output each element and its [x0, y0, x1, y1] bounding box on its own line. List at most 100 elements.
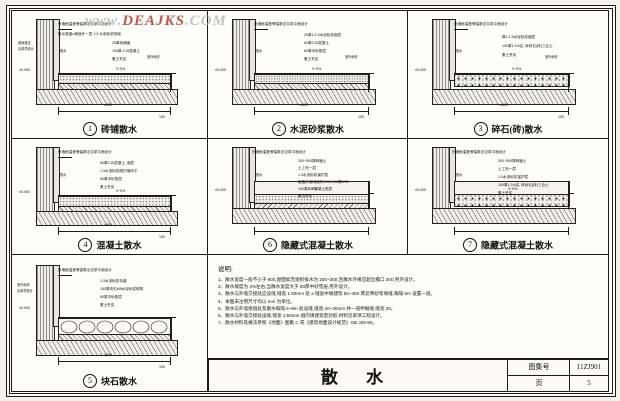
apron-edge: [568, 181, 569, 209]
grade-line: [58, 317, 176, 318]
material-note-3: 1:3水泥砂浆保护层: [498, 175, 529, 179]
side-note-a: 室外地坪: [17, 283, 30, 287]
title-block-right: 图集号 11ZJ901 页 5: [507, 359, 608, 391]
page-label: 页: [535, 379, 543, 387]
dim-width-label: ≥800: [300, 103, 308, 107]
side-note-b: 见单项设计: [17, 289, 33, 293]
detail-cell-6: ±0.000 3~5% 外墙面温差等保数法见求平面设计 300~500厚种植土 …: [207, 138, 409, 256]
material-note-4: 素土夯实: [304, 57, 319, 61]
material-note-3: 60厚中砂垫层: [100, 295, 122, 299]
stone-pattern-icon: [60, 320, 168, 334]
detail-cell-4: ≥800 ±0.000 100 3~5% 外墙面温差等保数法见求平面设计 60厚…: [11, 138, 209, 256]
material-note-3: 60厚中砂垫层: [304, 49, 326, 53]
compacted-soil: [36, 340, 178, 356]
detail-cell-3: ≥800 ±0.000 100 3~5% 外墙面温差等保数法见求平面设计 厚1:…: [407, 10, 609, 140]
sheet-inner-border: [9, 8, 613, 394]
atlas-label: 图集号: [528, 363, 550, 371]
side-note-d: 室外地坪: [545, 55, 558, 59]
notes-line-0: 1、散水宽度一般不小于 800,屋面如无组织排水为 200~300,且散水外缘应…: [218, 277, 418, 282]
page-row: 页 5: [508, 375, 608, 391]
detail-number-3: 3: [473, 122, 488, 136]
material-note-3: 1:3水泥砂浆保护层: [298, 173, 329, 177]
dim-100-label: 100: [358, 115, 364, 119]
material-note-0: 外墙面温差等保数法见求平面设计: [58, 22, 112, 26]
dim-line-bottom: [254, 111, 368, 112]
material-note-4: 素土夯实: [112, 57, 127, 61]
gravel-layer: [454, 194, 570, 207]
detail-number-4: 4: [78, 238, 93, 252]
note-leader-0: [58, 157, 72, 158]
material-note-2: 25厚砖铺面: [112, 41, 131, 45]
material-note-2: 100厚1:3:6名, 砖砂石(砖)三合土: [502, 44, 553, 48]
grade-line: [58, 195, 176, 196]
notes-line-2: 3、散水与外墙交接处应设缝,缝宽 1:50mm 处 ≥ 缝宽中填建筑 50~45…: [218, 291, 436, 297]
detail-name-2: 水泥砂浆散水: [289, 124, 344, 135]
material-note-0: 外墙面温差等保数法见求平面设计: [58, 150, 112, 154]
material-note-2: 60厚C15混凝土: [304, 41, 329, 45]
dim-width-label: ≥800: [104, 353, 112, 357]
detail-name-1: 砖铺散水: [100, 124, 137, 135]
dim-line-bottom: [58, 361, 170, 362]
dim-tick-left: [58, 107, 59, 115]
insulation-layer: [53, 265, 60, 327]
apron-edge: [170, 196, 171, 212]
dim-elev-label: ±0.000: [19, 306, 30, 310]
material-note-1: 300~500厚种植土: [298, 159, 327, 163]
atlas-row: 图集号 11ZJ901: [508, 359, 608, 375]
side-note-c: 散水: [256, 173, 263, 177]
side-note-c: 散水: [60, 173, 67, 177]
detail-cell-7: ±0.000 3~5% 外墙面温差等保数法见求平面设计 300~500厚种植土 …: [407, 138, 609, 256]
wall-section: [432, 147, 451, 215]
material-note-3: 素土夯实: [502, 53, 517, 57]
detail-name-3: 碎石(砖)散水: [491, 124, 543, 135]
detail-number-6: 6: [262, 238, 277, 252]
detail-name-5: 块石散水: [100, 376, 137, 387]
insulation-layer: [53, 19, 60, 81]
wall-section: [232, 147, 251, 215]
material-note-5: 100厚C10混凝土垫层: [298, 187, 333, 191]
dim-elev-label: ±0.000: [19, 68, 30, 72]
insulation-layer: [249, 147, 256, 203]
side-note-d: 室外地坪: [147, 55, 160, 59]
material-note-3: 60厚中砂垫层: [100, 177, 122, 181]
material-note-2: 150厚块石M5水泥砂浆砌筑: [100, 287, 144, 291]
material-note-1: 厚1:2.5水泥砂浆面层: [502, 35, 536, 39]
dim-tick-right: [368, 227, 369, 235]
detail-number-7: 7: [462, 238, 477, 252]
material-note-0: 外墙面温差等保数法见求平面设计: [454, 22, 508, 26]
dim-width-label: ≥800: [104, 103, 112, 107]
dim-tick-right: [568, 227, 569, 235]
material-note-1: 60厚C15混凝土, 面层: [100, 161, 135, 165]
material-note-2: 1:3水泥砂浆随打随抹平: [100, 169, 138, 173]
dim-tick-right: [170, 357, 171, 365]
dim-width-label: ≥800: [104, 223, 112, 227]
side-note-c: 散水: [456, 49, 463, 53]
dim-elev-label: ±0.000: [415, 188, 426, 192]
detail-cell-5: ≥800 ±0.000 100 外墙面温差等保数法见求平面设计 1:3水泥砂浆勾…: [11, 254, 209, 392]
side-note-a: 墙身做法: [18, 41, 31, 45]
side-note-b: 见单项设计: [18, 47, 34, 51]
notes-line-3: 4、本图未注明尺寸均以 mm 为单位。: [218, 298, 296, 304]
sheet-title: 散 水: [320, 367, 396, 387]
atlas-number: 11ZJ901: [569, 359, 608, 375]
apron-edge: [170, 74, 171, 92]
wall-section: [232, 19, 251, 93]
material-note-0: 外墙面温差等保数法见求平面设计: [58, 268, 112, 272]
note-leader-0: [58, 29, 72, 30]
dim-elev-label: ±0.000: [215, 188, 226, 192]
material-note-2: 土工布一层: [498, 167, 516, 171]
dim-tick-right: [170, 107, 171, 115]
dim-tick-right: [568, 107, 569, 115]
dim-line-bottom: [58, 231, 170, 232]
material-note-0: 外墙面温差等保数法见求平面设计: [452, 150, 506, 154]
sheet-frame: www.DEAJKS.COM ≥800 ±0.000 100 3~5% 外墙面温…: [6, 5, 616, 397]
dim-tick-left: [58, 357, 59, 365]
dim-width-label: ≥800: [500, 103, 508, 107]
block-stone-course: [58, 318, 172, 336]
material-note-4: 素土夯实: [100, 303, 115, 307]
